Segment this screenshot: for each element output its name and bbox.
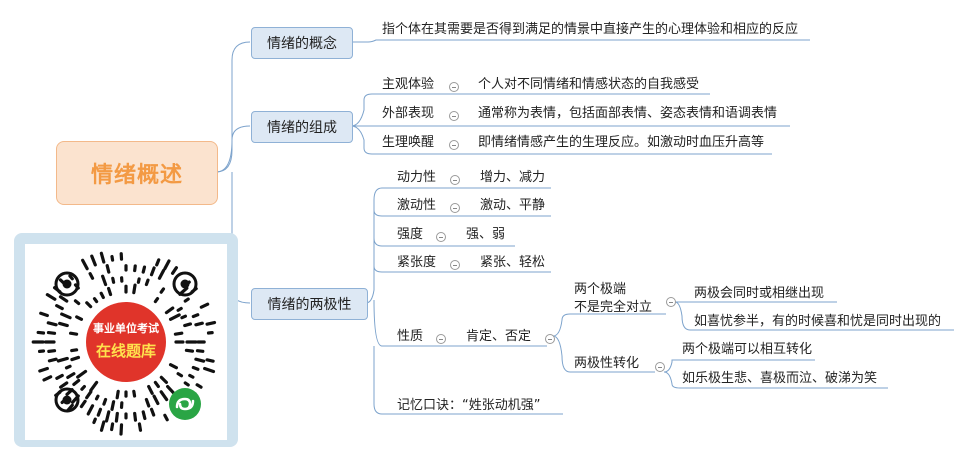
composition-term-2: 外部表现	[382, 106, 435, 121]
polarity-desc-5: 肯定、否定	[466, 329, 532, 344]
branch-polarity-label: 情绪的两极性	[267, 297, 352, 313]
composition-desc-2: 通常称为表情，包括面部表情、姿态表情和语调表情	[478, 106, 778, 121]
mnemonic: 记忆口诀：“姓张动机强”	[397, 398, 541, 413]
collapse-icon[interactable]	[436, 232, 446, 242]
branch-concept-label: 情绪的概念	[267, 36, 337, 52]
qr-center-badge	[86, 302, 166, 382]
polarity-term-5: 性质	[397, 329, 424, 344]
branch-composition[interactable]: 情绪的组成	[251, 111, 353, 143]
sub1-label-line1: 两个极端	[574, 282, 627, 297]
branch-concept[interactable]: 情绪的概念	[251, 27, 353, 59]
qr-code-image: 事业单位考试 在线题库	[31, 251, 217, 436]
polarity-term-3: 强度	[397, 227, 424, 242]
collapse-icon[interactable]	[449, 140, 459, 150]
qr-line2: 在线题库	[96, 342, 156, 360]
root-label: 情绪概述	[90, 163, 183, 188]
polarity-term-2: 激动性	[397, 198, 437, 213]
composition-term-3: 生理唤醒	[382, 135, 435, 150]
root-topic[interactable]: 情绪概述	[56, 141, 218, 205]
sub2-detail-1: 两个极端可以相互转化	[682, 342, 813, 357]
collapse-icon[interactable]	[450, 260, 460, 270]
branch-composition-label: 情绪的组成	[267, 120, 337, 136]
polarity-desc-1: 增力、减力	[480, 170, 546, 185]
concept-detail: 指个体在其需要是否得到满足的情景中直接产生的心理体验和相应的反应	[382, 22, 799, 37]
sub2-detail-2: 如乐极生悲、喜极而泣、破涕为笑	[682, 371, 878, 386]
polarity-desc-2: 激动、平静	[480, 198, 546, 213]
collapse-icon[interactable]	[436, 334, 446, 344]
collapse-icon[interactable]	[666, 297, 676, 307]
polarity-desc-3: 强、弱	[466, 227, 506, 242]
sub1-detail-2: 如喜忧参半，有的时候喜和忧是同时出现的	[694, 314, 942, 329]
sub2-label: 两极性转化	[574, 356, 640, 371]
collapse-icon[interactable]	[449, 82, 459, 92]
sub1-label-line2: 不是完全对立	[574, 300, 653, 315]
collapse-icon[interactable]	[450, 175, 460, 185]
mini-program-icon	[169, 388, 201, 420]
composition-term-1: 主观体验	[382, 77, 435, 92]
polarity-term-4: 紧张度	[397, 255, 437, 270]
collapse-icon[interactable]	[449, 111, 459, 121]
branch-polarity[interactable]: 情绪的两极性	[251, 288, 368, 320]
composition-desc-1: 个人对不同情绪和情感状态的自我感受	[478, 77, 700, 92]
collapse-icon[interactable]	[450, 203, 460, 213]
collapse-icon[interactable]	[655, 362, 665, 372]
qr-line1: 事业单位考试	[93, 321, 159, 335]
collapse-icon[interactable]	[545, 334, 555, 344]
polarity-term-1: 动力性	[397, 170, 437, 185]
polarity-desc-4: 紧张、轻松	[480, 255, 546, 270]
composition-desc-3: 即情绪情感产生的生理反应。如激动时血压升高等	[478, 135, 765, 150]
sub1-detail-1: 两极会同时或相继出现	[694, 286, 825, 301]
